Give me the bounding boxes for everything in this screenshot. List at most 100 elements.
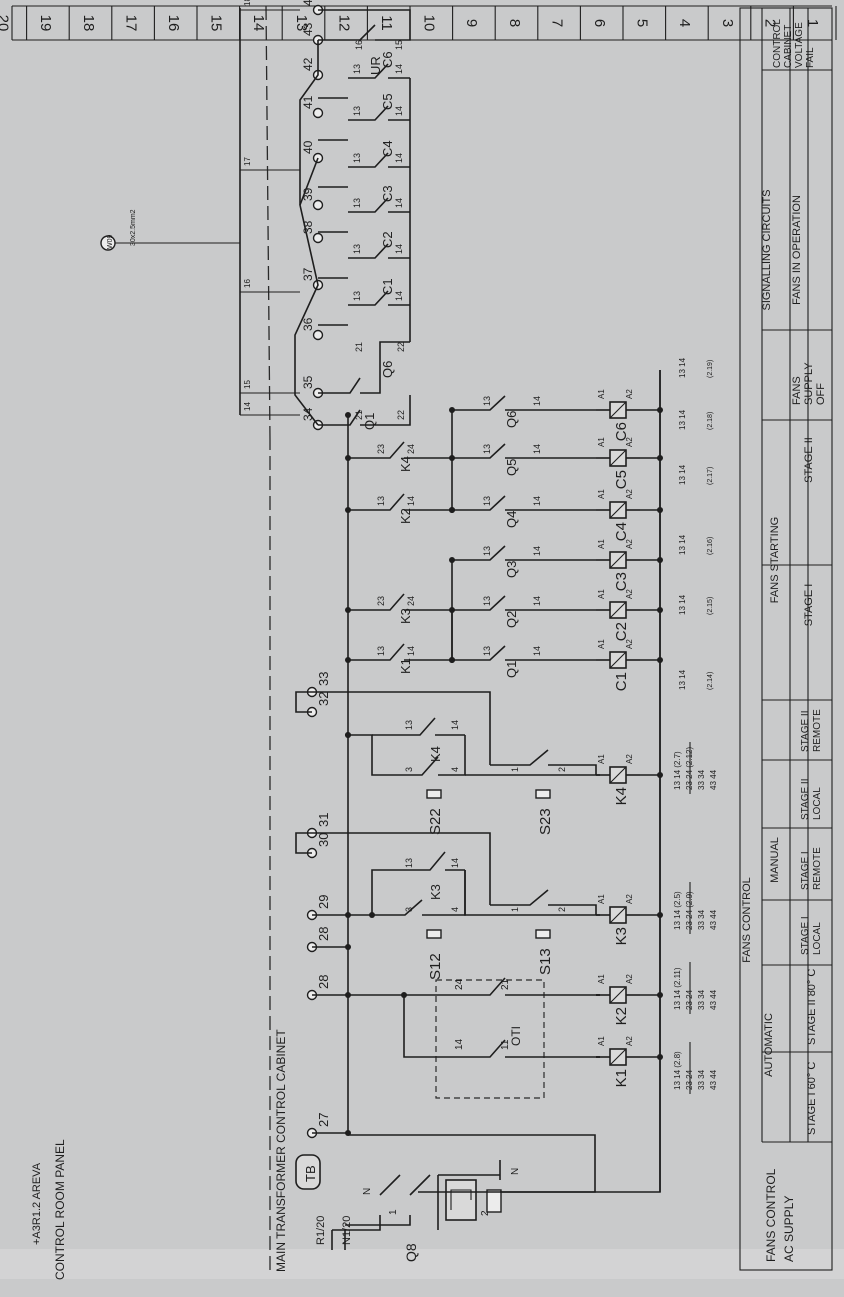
pushbutton-s13 [535, 929, 551, 939]
n-label: N [510, 1168, 521, 1175]
coil-ref: (2.17) [707, 467, 714, 485]
ref-table-row: 43 44 [709, 769, 718, 790]
k3-hold [405, 851, 465, 871]
junction-dot [657, 507, 663, 513]
wire-path [332, 1215, 381, 1231]
control-room-panel-label: CONTROL ROOM PANEL [53, 1139, 67, 1280]
title-manual: MANUAL [769, 837, 781, 883]
pin: 4 [450, 907, 460, 912]
pin: 13 [352, 106, 362, 116]
pin: 14 [394, 291, 404, 301]
coil-pin-a1: A1 [597, 894, 606, 904]
n-label: N [362, 1188, 373, 1195]
column-number: 6 [591, 19, 608, 27]
column-number: 16 [165, 15, 182, 32]
s23-feed [312, 691, 491, 765]
pin: 14 [532, 596, 542, 606]
junction-dot [657, 407, 663, 413]
coil-ref: (2.14) [707, 672, 714, 690]
q1-aux [318, 395, 411, 426]
terminal-number: 36 [301, 317, 315, 331]
title-fans-control: FANS CONTROL [741, 877, 753, 963]
breaker-q4 [452, 495, 596, 511]
coil-pin-a1: A1 [597, 1036, 606, 1046]
aux-contact [348, 593, 452, 611]
pin: 13 [352, 198, 362, 208]
oti-feed [348, 994, 465, 1058]
terminal-circle [312, 107, 324, 119]
coil-diagonal [609, 1048, 627, 1066]
breaker-label: Q3 [504, 561, 519, 578]
coil-ref-pins: 13 14 [678, 409, 687, 430]
fan-coil-c3-label: C3 [613, 572, 630, 591]
breaker-q2 [452, 595, 596, 611]
tb-box [295, 1154, 321, 1190]
ref-table-row: 33 34 [697, 769, 706, 790]
title-s1-local: LOCAL [812, 922, 823, 955]
pin: 1 [510, 767, 520, 772]
s12-branch [348, 869, 405, 916]
pin: 14 [532, 444, 542, 454]
coil-pin-a2: A2 [625, 754, 634, 764]
coil-ref-pins: 13 14 [678, 357, 687, 378]
pin: 2 [557, 767, 567, 772]
breaker-q8-label: Q8 [403, 1243, 419, 1262]
title-cabinet-fail: CONTROL [772, 19, 783, 68]
title-s2-local: LOCAL [812, 787, 823, 820]
wire-path [437, 1160, 501, 1230]
aux-contact [348, 441, 452, 459]
column-number: 19 [37, 15, 54, 32]
tb-label: TB [303, 1165, 318, 1182]
signal-contact-label: C4 [380, 140, 395, 157]
terminal-circle [312, 329, 324, 341]
pin: 13 [404, 858, 414, 868]
terminal-number: 44 [301, 0, 315, 6]
pin: 11 [500, 1039, 511, 1050]
title-block-border [739, 7, 833, 1271]
q6-aux [318, 341, 410, 394]
bus-ref-label: 15 [243, 380, 252, 389]
pin: 14 [454, 1038, 465, 1050]
title-stage1: STAGE I 60° C [806, 1062, 818, 1135]
s23-contact [490, 749, 597, 775]
title-start-stage1: STAGE I [803, 584, 815, 627]
title-s1-remote: STAGE I [800, 851, 811, 890]
ref-table-row: 33 34 [697, 1069, 706, 1090]
q8-aux [486, 1189, 502, 1213]
coil-pin-a1: A1 [597, 389, 606, 399]
pin: 14 [450, 858, 460, 868]
coil-ref-pins: 13 14 [678, 534, 687, 555]
fan-coil-c5-label: C5 [613, 470, 630, 489]
coil-ref: (2.16) [707, 537, 714, 555]
panel-code-label: +A3R1.2 AREVA [31, 1162, 43, 1245]
q1-aux-label: Q1 [362, 413, 377, 430]
fan-coil-c6-label: C6 [613, 422, 630, 441]
coil-pin-a2: A2 [625, 589, 634, 599]
breaker-q3 [452, 545, 596, 561]
breaker-q6 [452, 395, 596, 411]
pin: 14 [394, 198, 404, 208]
bus-ref-label: 17 [243, 157, 252, 166]
bus-ref-label: 14 [243, 402, 252, 411]
pin: 13 [482, 396, 492, 406]
contactor-k1-label: K1 [613, 1069, 630, 1087]
pin: 13 [352, 64, 362, 74]
pin: 13 [482, 646, 492, 656]
aux-contact [348, 643, 452, 661]
terminal-number: 39 [301, 187, 315, 201]
terminal-number: 33 [316, 672, 331, 686]
oti-box [435, 979, 545, 1099]
junction-dot [657, 1054, 663, 1060]
coil-pin-a2: A2 [625, 894, 634, 904]
coil-ref-pins: 13 14 [678, 594, 687, 615]
ref-table-row: 33 34 [697, 909, 706, 930]
title-signalling: SIGNALLING CIRCUITS [761, 189, 773, 310]
junction-dot [657, 992, 663, 998]
terminal-number: 28 [316, 975, 331, 989]
coil-diagonal [609, 401, 627, 419]
terminal-number: 27 [316, 1113, 331, 1127]
breaker-label: Q6 [504, 411, 519, 428]
